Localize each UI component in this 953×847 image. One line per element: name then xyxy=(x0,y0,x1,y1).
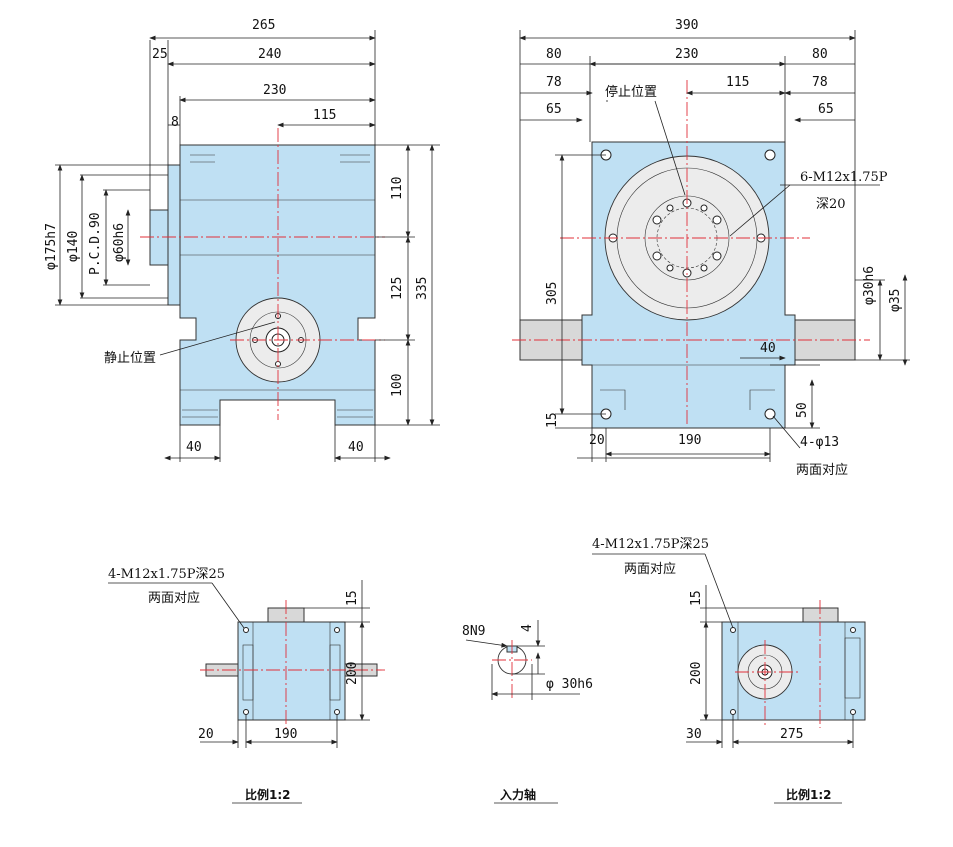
dim-78-right: 78 xyxy=(812,75,828,90)
note-both-sides-small-right: 两面对应 xyxy=(624,561,676,577)
dim-125: 125 xyxy=(390,277,405,300)
dim-115-front: 115 xyxy=(726,75,749,90)
small-left-view: 4-M12x1.75P深25 两面对应 15 200 20 190 比例1:2 xyxy=(108,567,385,804)
note-thread-small-left: 4-M12x1.75P深25 xyxy=(108,567,225,582)
dim-190-small-left: 190 xyxy=(274,727,297,742)
dim-8: 8 xyxy=(171,115,179,130)
dim-30-small-right: 30 xyxy=(686,727,702,742)
small-right-view: 4-M12x1.75P深25 两面对应 15 200 30 275 比例1:2 xyxy=(592,537,866,804)
side-shaft xyxy=(149,209,169,266)
dim-80-left: 80 xyxy=(546,47,562,62)
side-flange xyxy=(167,164,181,306)
dim-230: 230 xyxy=(263,83,286,98)
note-stop-position-side: 静止位置 xyxy=(104,351,156,366)
dim-230-front: 230 xyxy=(675,47,698,62)
dim-265: 265 xyxy=(252,18,275,33)
dim-phi35: φ35 xyxy=(888,289,903,312)
dim-phi175: φ175h7 xyxy=(44,223,59,270)
dim-15-small-left: 15 xyxy=(345,590,360,606)
side-view: 265 25 240 230 115 8 110 125 335 100 40 … xyxy=(44,18,440,462)
dim-80-right: 80 xyxy=(812,47,828,62)
note-thread-front: 6-M12x1.75P xyxy=(800,170,888,185)
dim-pcd90: P.C.D.90 xyxy=(88,212,103,275)
front-view: 390 80 230 80 78 78 65 65 115 305 15 20 … xyxy=(512,18,910,478)
dim-25: 25 xyxy=(152,47,168,62)
caption-scale-left: 比例1:2 xyxy=(245,787,291,802)
dim-phi30-shaft: φ 30h6 xyxy=(546,677,593,692)
dim-20-front: 20 xyxy=(589,433,605,448)
caption-input-shaft: 入力轴 xyxy=(500,787,536,802)
dim-40-front: 40 xyxy=(760,341,776,356)
dim-240: 240 xyxy=(258,47,281,62)
dim-40-right: 40 xyxy=(348,440,364,455)
note-4-phi13: 4-φ13 xyxy=(800,435,839,450)
dim-phi140: φ140 xyxy=(66,231,81,262)
dim-phi60: φ60h6 xyxy=(112,223,127,262)
dim-200-small-right: 200 xyxy=(689,662,704,685)
dim-305: 305 xyxy=(545,282,560,305)
dim-115: 115 xyxy=(313,108,336,123)
dim-390: 390 xyxy=(675,18,698,33)
dim-78-left: 78 xyxy=(546,75,562,90)
side-view-body xyxy=(179,144,376,426)
dim-key-8N9: 8N9 xyxy=(462,624,485,639)
dim-20-small-left: 20 xyxy=(198,727,214,742)
dim-110: 110 xyxy=(390,177,405,200)
dim-4-shaft: 4 xyxy=(520,624,535,632)
dim-190-front: 190 xyxy=(678,433,701,448)
note-stop-position-front: 停止位置 xyxy=(605,84,657,100)
note-both-sides-front: 两面对应 xyxy=(796,462,848,478)
dim-40-left: 40 xyxy=(186,440,202,455)
dim-15-small-right: 15 xyxy=(689,590,704,606)
dim-335: 335 xyxy=(415,277,430,300)
caption-scale-right: 比例1:2 xyxy=(786,787,832,802)
dim-200-small-left: 200 xyxy=(345,662,360,685)
dim-phi30: φ30h6 xyxy=(862,266,877,305)
note-thread-small-right: 4-M12x1.75P深25 xyxy=(592,537,709,552)
dim-100: 100 xyxy=(390,374,405,397)
dim-15-front: 15 xyxy=(545,412,560,428)
dim-65-right: 65 xyxy=(818,102,834,117)
dim-65-left: 65 xyxy=(546,102,562,117)
note-both-sides-small-left: 两面对应 xyxy=(148,590,200,606)
small-left-body xyxy=(237,621,346,721)
input-shaft-view: 8N9 4 φ 30h6 入力轴 xyxy=(462,620,593,804)
dim-50: 50 xyxy=(795,402,810,418)
dim-275-small-right: 275 xyxy=(780,727,803,742)
note-depth-front: 深20 xyxy=(816,197,846,212)
